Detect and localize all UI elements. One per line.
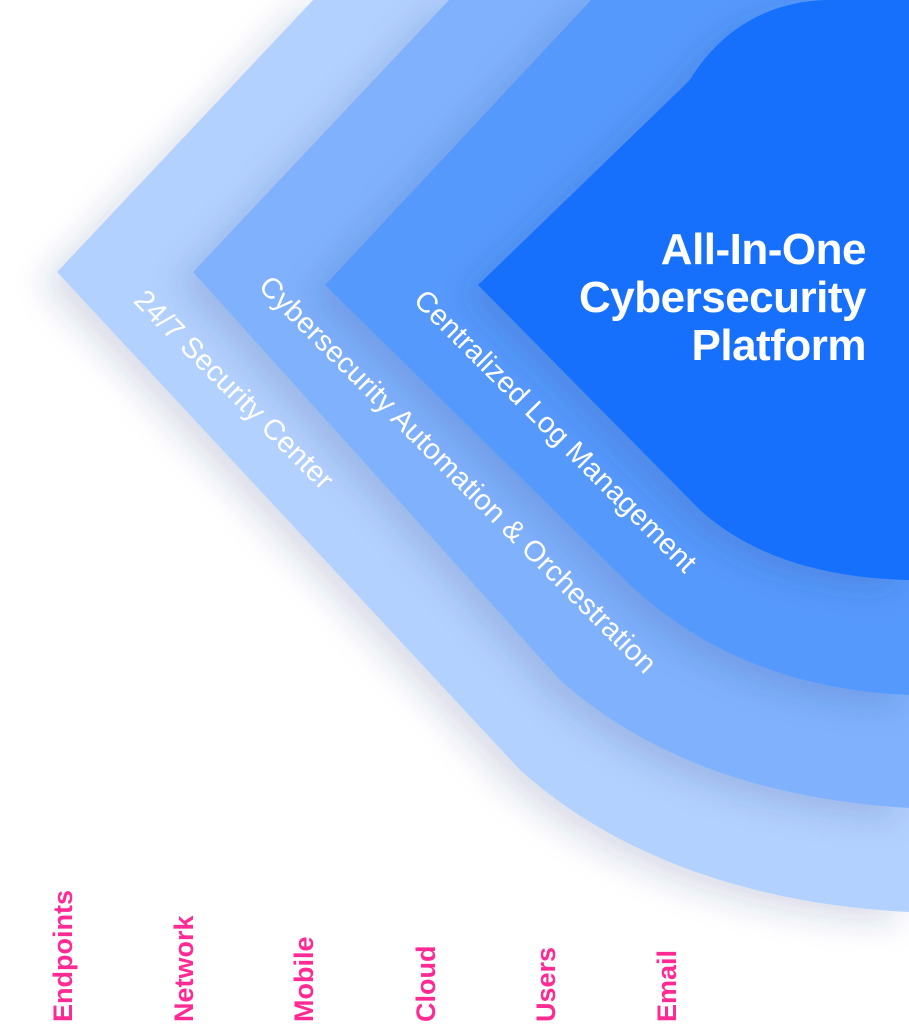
endpoint-label-email: Email	[652, 949, 682, 1022]
endpoint-label-network: Network	[169, 915, 199, 1022]
platform-title: All-In-One Cybersecurity Platform	[579, 226, 866, 370]
title-line-1: All-In-One	[660, 225, 867, 274]
layer-core-platform	[478, 0, 909, 580]
title-line-2: Cybersecurity	[579, 273, 866, 322]
endpoint-label-users: Users	[531, 946, 561, 1022]
endpoint-label-mobile: Mobile	[289, 936, 319, 1023]
endpoint-label-endpoints: Endpoints	[48, 890, 78, 1022]
endpoint-label-cloud: Cloud	[411, 945, 441, 1022]
title-line-3: Platform	[691, 321, 867, 370]
